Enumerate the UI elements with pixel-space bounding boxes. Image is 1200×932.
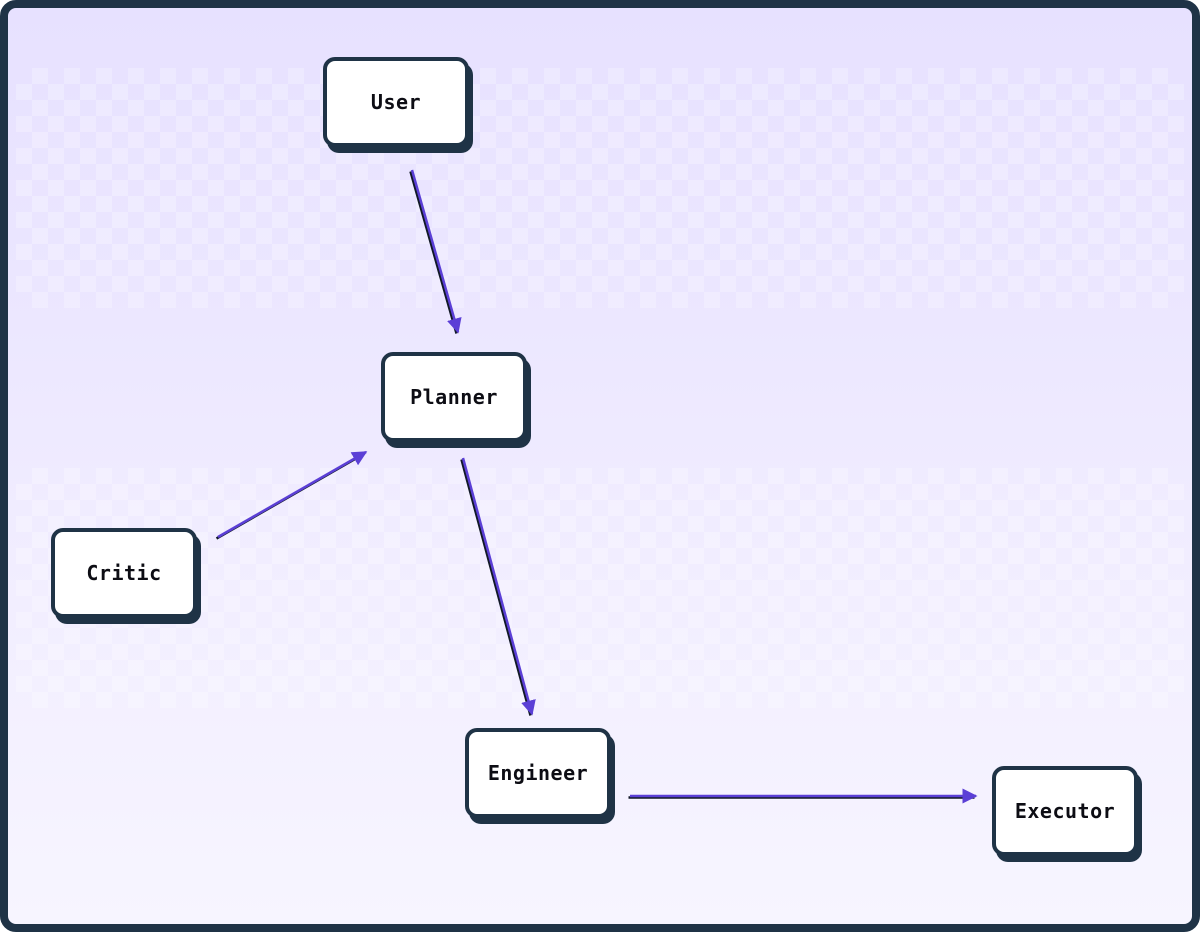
node-executor-label: Executor xyxy=(1014,799,1116,823)
node-engineer-label: Engineer xyxy=(487,761,589,785)
edge-shadow-user-planner xyxy=(409,171,458,334)
node-user-label: User xyxy=(370,90,422,114)
node-user[interactable]: User xyxy=(323,57,469,147)
edge-user-planner xyxy=(410,169,462,334)
node-engineer[interactable]: Engineer xyxy=(465,728,611,818)
checker-band-top xyxy=(16,68,1184,308)
node-critic-label: Critic xyxy=(86,561,162,585)
edge-shadow-planner-engineer xyxy=(460,459,532,716)
checker-band-middle xyxy=(16,468,1184,708)
edge-critic-planner xyxy=(217,450,368,539)
node-critic[interactable]: Critic xyxy=(51,528,197,618)
node-planner[interactable]: Planner xyxy=(381,352,527,442)
node-planner-label: Planner xyxy=(410,385,498,409)
edge-planner-engineer xyxy=(461,457,536,716)
node-executor[interactable]: Executor xyxy=(992,766,1138,856)
